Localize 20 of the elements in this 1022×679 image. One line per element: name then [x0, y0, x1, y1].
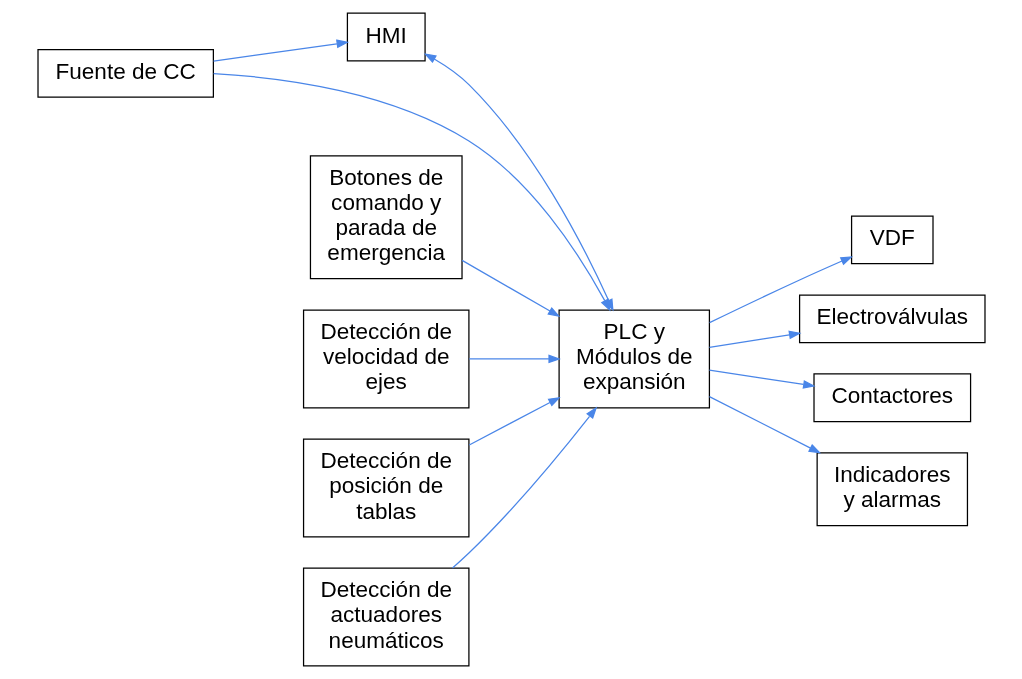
node-box: PLC y Módulos de expansión: [557, 309, 710, 409]
node-box: VDF: [850, 215, 934, 265]
node-box: Indicadores y alarmas: [816, 452, 968, 527]
node-box: Detección de actuadores neumáticos: [302, 567, 470, 667]
node-box: Botones de comando y parada de emergencia: [309, 155, 463, 280]
arrow: [708, 330, 801, 348]
node-box: Electroválvulas: [798, 294, 986, 344]
arrow: [468, 396, 561, 446]
arrow: [708, 395, 821, 454]
arrow: [212, 39, 349, 62]
node-box: Detección de posición de tablas: [302, 438, 470, 538]
node-box: Fuente de CC: [36, 48, 214, 98]
arrow: [451, 406, 597, 569]
arrow: [468, 354, 561, 364]
arrow: [708, 369, 816, 389]
arrow: [708, 256, 853, 324]
arrow: [461, 259, 560, 318]
node-box: Contactores: [812, 373, 971, 423]
node-box: Detección de velocidad de ejes: [302, 309, 470, 409]
node-box: HMI: [346, 12, 426, 62]
